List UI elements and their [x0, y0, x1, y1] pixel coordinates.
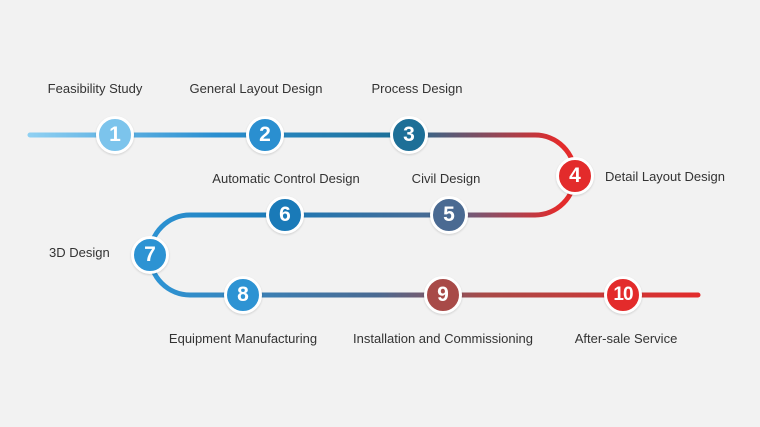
step-2-circle: 2	[246, 116, 284, 154]
step-8-circle: 8	[224, 276, 262, 314]
step-5-circle: 5	[430, 196, 468, 234]
step-2-label: General Layout Design	[189, 81, 323, 96]
step-9-label: Installation and Commissioning	[353, 331, 533, 346]
step-10-label: After-sale Service	[574, 331, 678, 346]
step-9-circle: 9	[424, 276, 462, 314]
step-10-circle: 10	[604, 276, 642, 314]
step-4-circle: 4	[556, 157, 594, 195]
step-5-label: Civil Design	[411, 171, 481, 186]
step-6-label: Automatic Control Design	[212, 171, 360, 186]
step-4-label: Detail Layout Design	[605, 169, 725, 184]
step-7-label: 3D Design	[49, 245, 110, 260]
step-7-circle: 7	[131, 236, 169, 274]
track-segment-middle	[147, 172, 578, 258]
step-1-label: Feasibility Study	[47, 81, 143, 96]
step-3-circle: 3	[390, 116, 428, 154]
step-6-circle: 6	[266, 196, 304, 234]
step-8-label: Equipment Manufacturing	[168, 331, 318, 346]
step-1-circle: 1	[96, 116, 134, 154]
step-3-label: Process Design	[371, 81, 463, 96]
